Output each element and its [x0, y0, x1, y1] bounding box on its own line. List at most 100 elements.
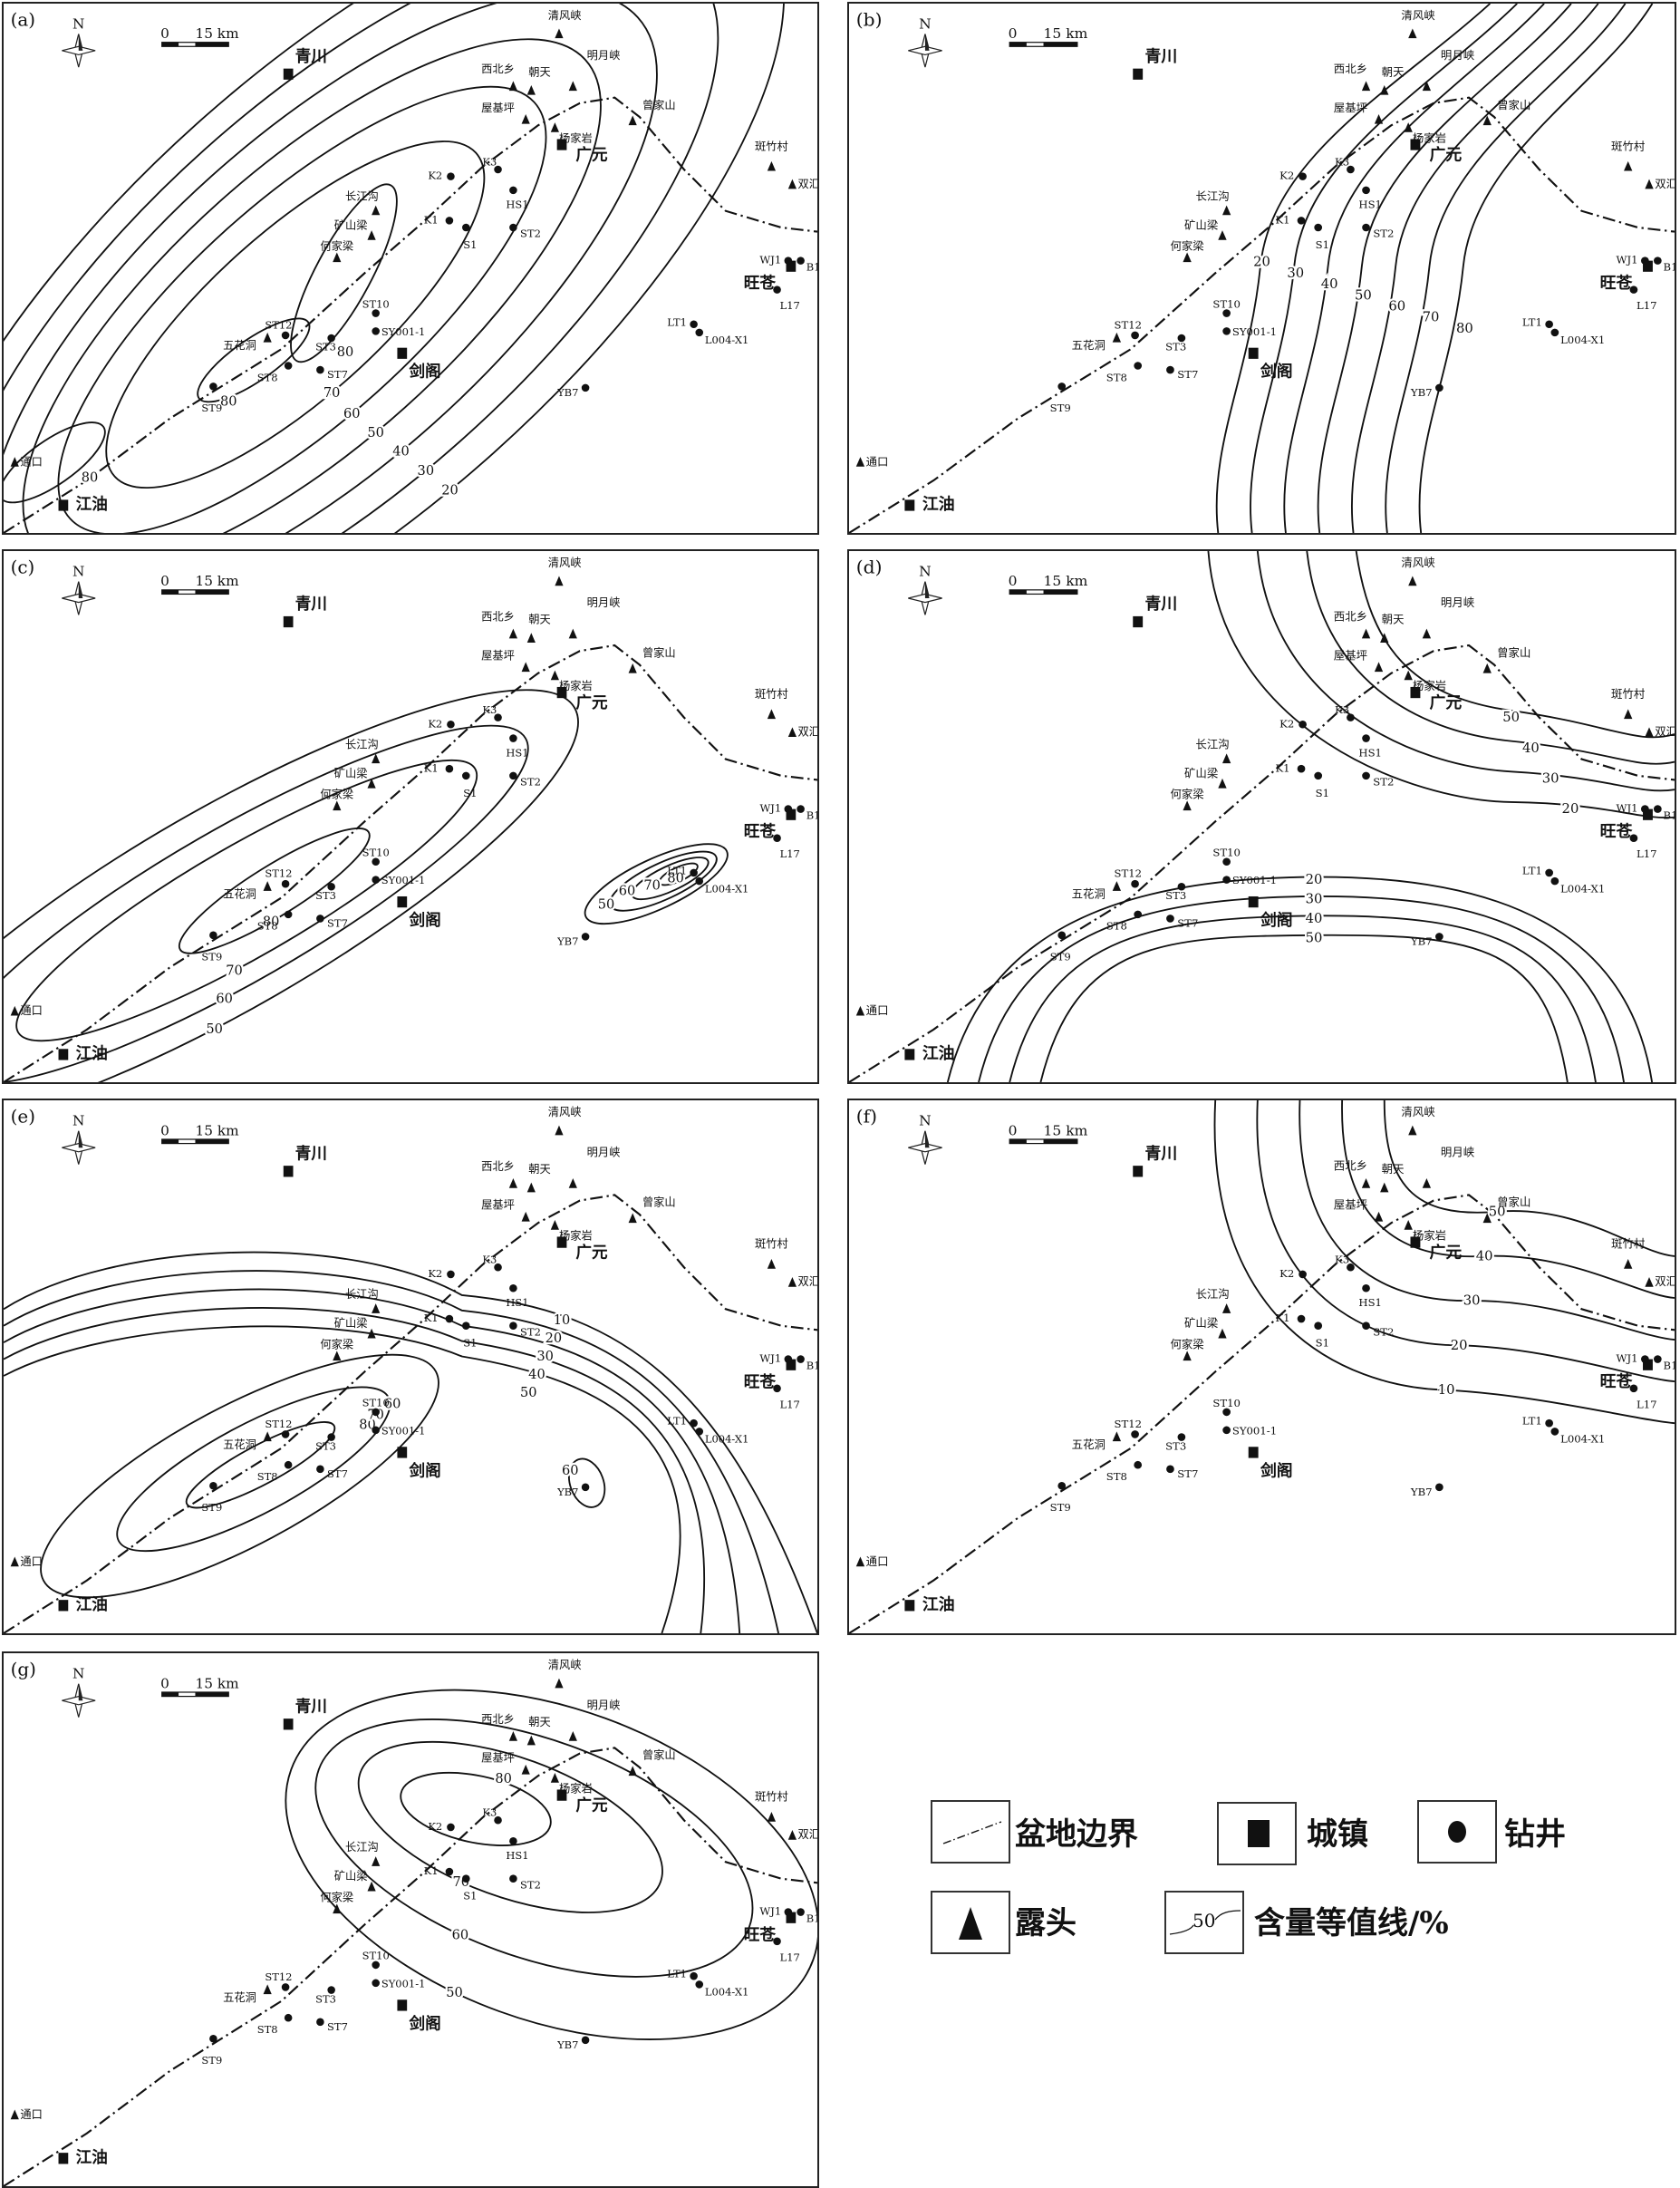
well-label: K2: [428, 1820, 442, 1833]
contour-line: [285, 1689, 817, 2040]
well-label: B1: [806, 1912, 817, 1924]
well-label: ST3: [1165, 1439, 1186, 1452]
contour-value-label: 20: [441, 484, 459, 499]
well-label: ST2: [520, 1878, 541, 1891]
north-arrow-icon: N: [62, 1666, 96, 1718]
outcrop-label: 清风峡: [548, 9, 582, 22]
well-label: LT1: [667, 1415, 687, 1428]
town-label: 广元: [575, 1795, 608, 1815]
town-marker-icon: [1248, 347, 1259, 359]
outcrop-marker-icon: [521, 1764, 530, 1775]
well-label: LT1: [667, 315, 687, 328]
outcrop-marker-icon: [855, 1556, 865, 1567]
outcrop-marker-icon: [526, 1182, 536, 1193]
well-label: SY001-1: [1232, 325, 1277, 338]
outcrop-marker-icon: [550, 1220, 559, 1230]
outcrop-marker-icon: [1221, 753, 1231, 764]
well-marker-icon: [1362, 734, 1370, 742]
well-marker-icon: [1641, 1355, 1649, 1363]
outcrop-marker-icon: [787, 1276, 797, 1287]
well-label: K3: [1335, 156, 1349, 169]
outcrop-marker-icon: [1380, 633, 1389, 643]
north-arrow-icon: N: [908, 564, 942, 615]
contour-value-label: 60: [343, 407, 361, 421]
outcrop-marker-icon: [1183, 1351, 1192, 1361]
outcrop-marker-icon: [1422, 1177, 1432, 1188]
outcrop-label: 清风峡: [548, 1659, 582, 1671]
well-marker-icon: [1134, 362, 1143, 370]
contour-value-label: 50: [206, 1022, 223, 1037]
outcrop-marker-icon: [372, 1856, 381, 1866]
well-label: SY001-1: [381, 325, 426, 338]
town-marker-icon: [1133, 1166, 1144, 1177]
scale-bar-distance: 15 km: [1044, 25, 1088, 42]
well-marker-icon: [372, 309, 380, 317]
well-label: SY001-1: [381, 1424, 426, 1437]
outcrop-marker-icon: [1422, 81, 1432, 92]
outcrop-marker-icon: [1361, 1177, 1371, 1188]
outcrop-label: 五花洞: [223, 887, 256, 901]
town-label: 青川: [1144, 595, 1177, 614]
contour-value-label: 10: [1438, 1382, 1455, 1398]
legend-contour-sample-value: 50: [1192, 1910, 1215, 1931]
well-label: ST9: [201, 950, 222, 963]
well-label: ST7: [327, 368, 348, 381]
well-label: B1: [806, 808, 817, 821]
outcrop-label: 长江沟: [345, 190, 379, 203]
contour-line: [1299, 1100, 1675, 1341]
outcrop-marker-icon: [550, 122, 559, 132]
well-label: ST7: [327, 917, 348, 930]
well-marker-icon: [316, 2018, 324, 2027]
town-label: 江油: [922, 1043, 955, 1063]
well-marker-icon: [509, 1322, 517, 1331]
well-label: K2: [1279, 169, 1294, 182]
town-label: 剑阁: [408, 363, 440, 382]
contour-line: [584, 843, 729, 925]
outcrop-marker-icon: [550, 670, 559, 681]
contour-value-label: 40: [392, 445, 410, 460]
outcrop-marker-icon: [787, 179, 797, 189]
contour-line: [4, 4, 786, 533]
north-label: N: [72, 15, 84, 32]
well-marker-icon: [509, 223, 517, 232]
well-label: L004-X1: [1560, 1433, 1605, 1446]
outcrop-label: 明月峡: [1441, 1146, 1474, 1158]
well-label: ST2: [520, 228, 541, 240]
contour-line: [1385, 4, 1627, 533]
well-marker-icon: [784, 1355, 793, 1363]
contour-value-label: 60: [562, 1463, 579, 1478]
contour-value-label: 40: [528, 1367, 546, 1382]
outcrop-marker-icon: [1645, 727, 1654, 738]
well-marker-icon: [797, 1355, 805, 1363]
contour-value-label: 60: [619, 884, 636, 898]
outcrop-label: 五花洞: [223, 338, 256, 352]
panel-label: (e): [11, 1107, 35, 1128]
outcrop-marker-icon: [263, 1984, 272, 1995]
town-label: 广元: [575, 145, 608, 164]
well-marker-icon: [372, 327, 380, 335]
north-label: N: [72, 564, 84, 580]
town-marker-icon: [786, 1359, 797, 1370]
contour-line: [4, 4, 719, 533]
well-marker-icon: [1641, 805, 1649, 813]
outcrop-label: 长江沟: [1195, 190, 1229, 203]
town-label: 剑阁: [1260, 362, 1293, 382]
outcrop-marker-icon: [1404, 1220, 1413, 1230]
well-marker-icon: [797, 805, 805, 813]
outcrop-marker-icon: [568, 81, 577, 92]
outcrop-marker-icon: [1408, 28, 1417, 39]
contour-value-label: 40: [1476, 1249, 1493, 1264]
contour-line: [609, 850, 718, 912]
well-marker-icon: [695, 1980, 704, 1989]
well-label: ST8: [1106, 1470, 1127, 1483]
outcrop-marker-icon: [526, 84, 536, 95]
well-marker-icon: [1629, 834, 1638, 842]
outcrop-label: 通口: [20, 2108, 43, 2121]
town-marker-icon: [904, 1049, 915, 1060]
north-label: N: [919, 564, 932, 580]
outcrop-label: 西北乡: [1334, 63, 1367, 75]
well-marker-icon: [1299, 172, 1307, 180]
outcrop-marker-icon: [628, 115, 637, 126]
outcrop-marker-icon: [568, 1177, 577, 1188]
contour-line: [568, 1457, 606, 1508]
